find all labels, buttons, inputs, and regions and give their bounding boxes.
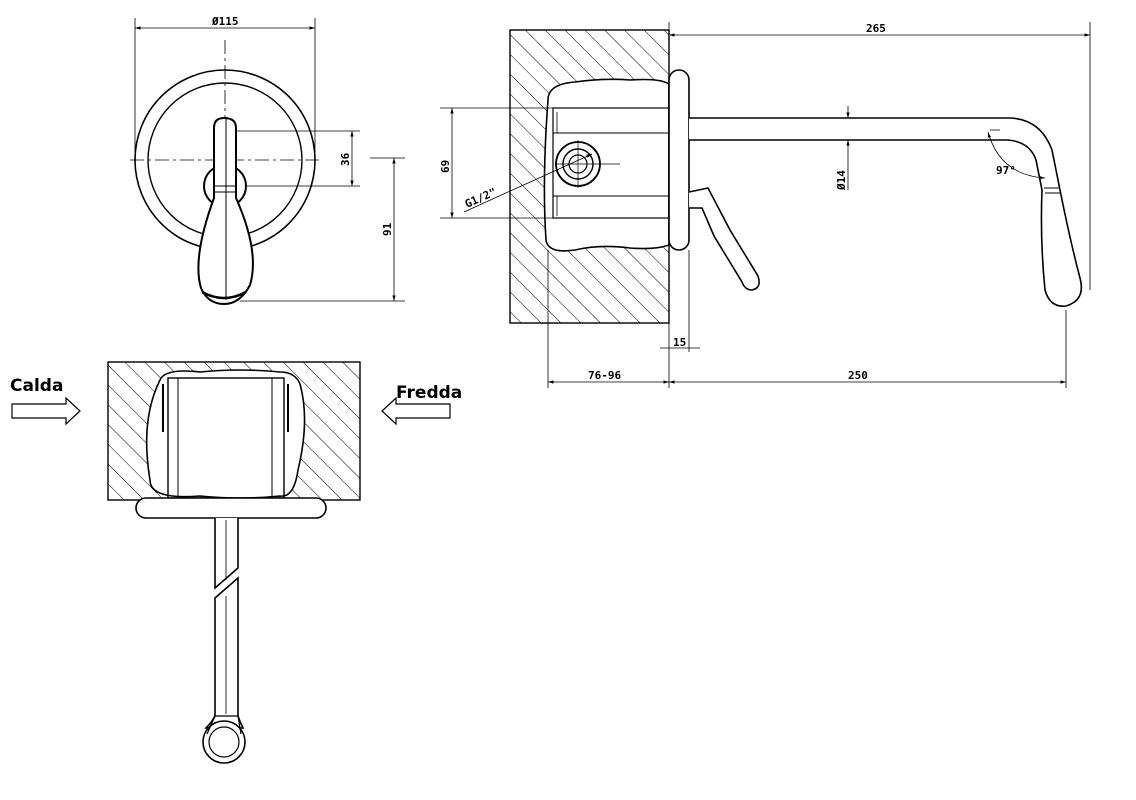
side-lever	[688, 187, 760, 291]
plan-view	[11, 361, 451, 764]
plan-rosette	[135, 497, 327, 519]
side-view	[440, 22, 1091, 388]
label-calda: Calda	[10, 376, 63, 396]
dim-265: 265	[866, 22, 886, 35]
plan-lever-upper	[214, 518, 239, 590]
dim-pipe-diameter-14: Ø14	[835, 170, 848, 191]
dim-250: 250	[848, 369, 868, 382]
rosette-plate	[668, 69, 690, 251]
label-fredda: Fredda	[396, 383, 462, 403]
front-view	[130, 18, 405, 306]
dim-angle-97: 97°	[996, 164, 1016, 177]
dim-15: 15	[673, 336, 686, 349]
dim-diameter-115: Ø115	[211, 15, 239, 28]
cold-inlet-arrow	[381, 396, 451, 426]
dim-69: 69	[439, 160, 452, 173]
dim-36: 36	[339, 152, 352, 166]
hot-inlet-arrow	[11, 396, 81, 426]
plan-lever-lower	[204, 576, 245, 729]
mixer-body-cavity	[543, 78, 670, 252]
dim-91: 91	[381, 222, 394, 236]
dim-76-96: 76-96	[588, 369, 621, 382]
plan-cavity	[145, 369, 306, 499]
dim-thread-g12: G1/2"	[463, 185, 499, 210]
